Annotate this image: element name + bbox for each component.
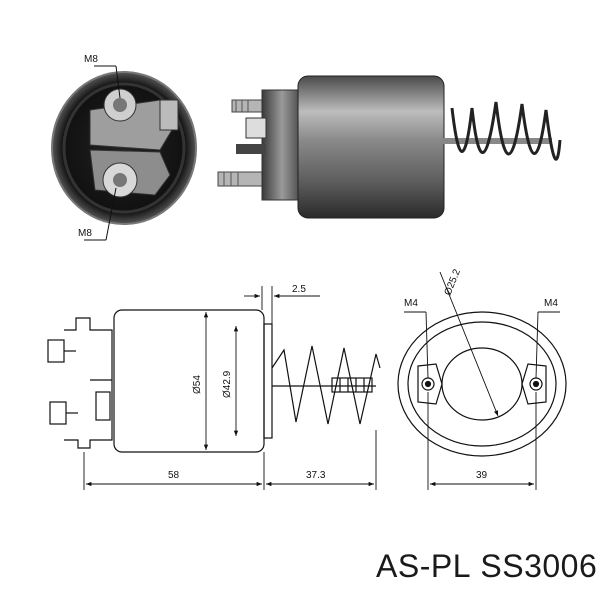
product-caption: AS-PL SS3006: [376, 548, 597, 585]
spring-length-label: 37.3: [306, 470, 326, 481]
end-view-photo: [51, 65, 197, 241]
body-length-label: 58: [168, 470, 180, 481]
thread-top-label: M8: [84, 54, 98, 65]
left-mount-thread-label: M4: [404, 298, 418, 309]
plate-diameter-label: Ø25.2: [443, 267, 464, 297]
part-number: SS3006: [480, 548, 598, 584]
plunger-diameter-label: Ø42.9: [222, 370, 233, 398]
end-dimensions: [404, 271, 560, 490]
right-mount-thread-label: M4: [544, 298, 558, 309]
end-view-drawing: [397, 311, 567, 457]
thread-bottom-label: M8: [78, 228, 92, 239]
body-diameter-label: Ø54: [192, 375, 203, 394]
side-dimensions: [83, 286, 377, 490]
side-view-drawing: [47, 309, 381, 453]
mount-spacing-label: 39: [476, 470, 488, 481]
offset-label: 2.5: [292, 284, 306, 295]
side-view-photo: [217, 75, 562, 219]
brand-name: AS-PL: [376, 548, 471, 584]
